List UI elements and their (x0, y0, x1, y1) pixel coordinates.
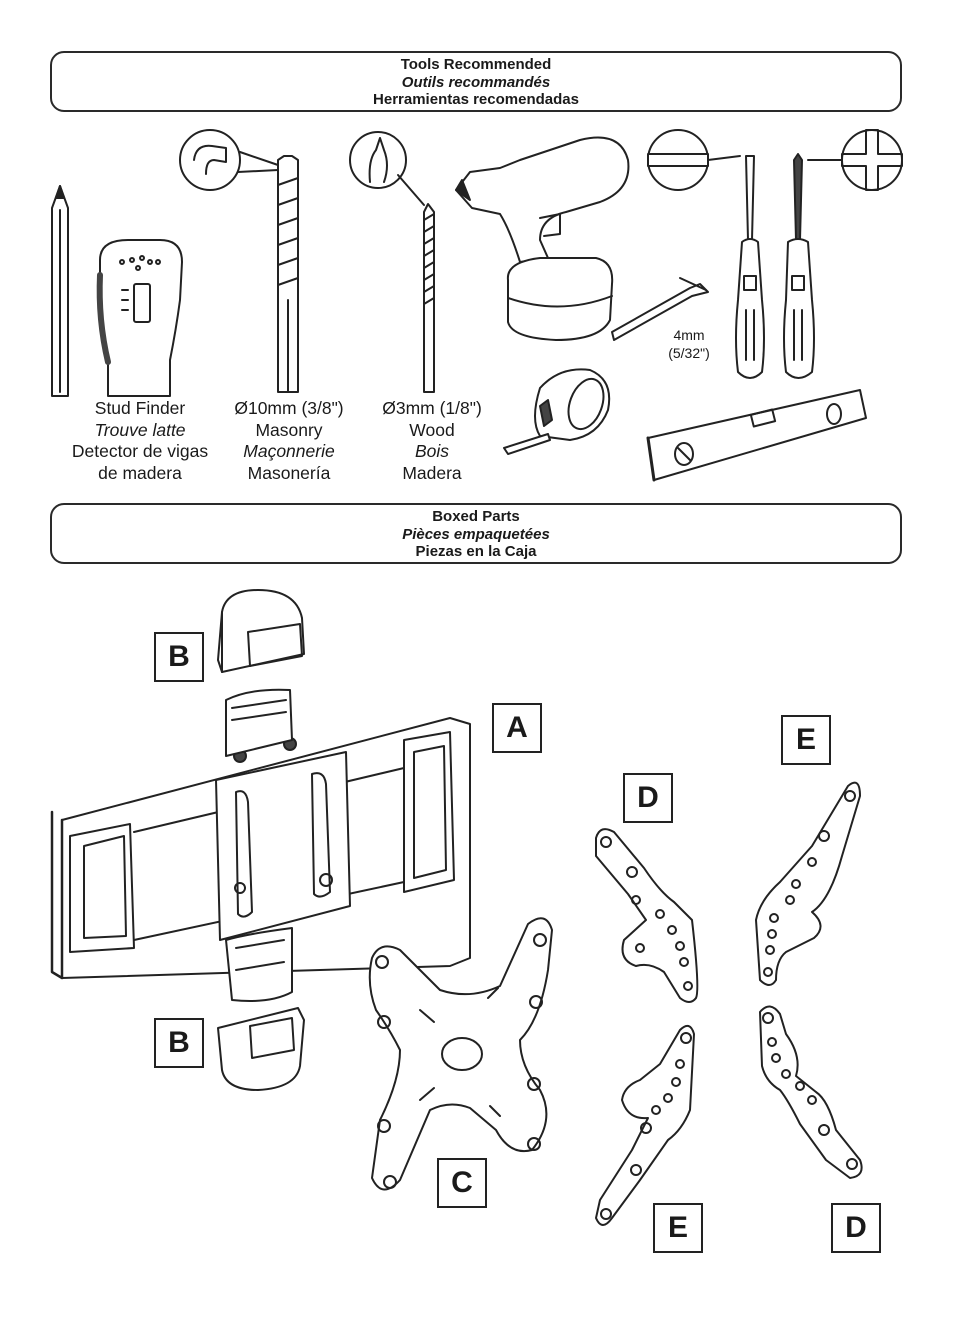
label-b-bottom: B (154, 1018, 204, 1068)
phillips-screwdriver-icon (783, 129, 903, 379)
stud-finder-caption: Stud Finder Trouve latte Detector de vig… (58, 398, 222, 484)
wood-es: Madera (402, 462, 462, 483)
part-b-bottom-cap (217, 1007, 305, 1091)
label-e-top: E (781, 715, 831, 765)
label-e-bottom: E (653, 1203, 703, 1253)
part-a-wall-mount (50, 688, 471, 1002)
label-c: C (437, 1158, 487, 1208)
tools-recommended-banner: Tools Recommended Outils recommandés Her… (50, 51, 902, 112)
drill-icon (455, 136, 630, 341)
part-e-bottom-bracket (595, 1024, 695, 1226)
level-icon (646, 389, 867, 482)
stud-finder-icon (96, 239, 183, 397)
masonry-size: Ø10mm (3/8") (234, 398, 344, 418)
stud-finder-fr: Trouve latte (94, 419, 186, 440)
tape-measure-icon (503, 368, 611, 455)
masonry-bit-icon (179, 129, 299, 393)
stud-finder-es-2: de madera (98, 462, 182, 483)
tools-banner-en: Tools Recommended (400, 56, 552, 73)
masonry-fr: Maçonnerie (243, 441, 335, 461)
label-b-top: B (154, 632, 204, 682)
flat-screwdriver-icon (647, 129, 765, 379)
label-a: A (492, 703, 542, 753)
stud-finder-es-1: Detector de vigas (71, 441, 209, 461)
parts-banner-fr: Pièces empaquetées (402, 525, 550, 543)
tools-banner-es: Herramientas recomendadas (373, 91, 579, 108)
parts-banner-es: Piezas en la Caja (415, 543, 537, 560)
parts-banner-en: Boxed Parts (432, 508, 520, 525)
tools-banner-fr: Outils recommandés (401, 73, 551, 91)
label-d-bottom: D (831, 1203, 881, 1253)
pencil-icon (51, 185, 69, 397)
hex-key-size-imperial: (5/32") (668, 345, 710, 361)
wood-size: Ø3mm (1/8") (382, 398, 482, 418)
hex-key-size-metric: 4mm (673, 327, 705, 343)
wood-bit-icon (349, 131, 435, 393)
wood-fr: Bois (414, 441, 450, 461)
masonry-en: Masonry (255, 419, 323, 440)
hex-key-caption: 4mm (5/32") (654, 326, 724, 362)
wood-en: Wood (409, 419, 455, 440)
masonry-bit-caption: Ø10mm (3/8") Masonry Maçonnerie Masonerí… (222, 398, 356, 484)
part-d-top-bracket (595, 828, 699, 1003)
label-d-top: D (623, 773, 673, 823)
part-b-top-cap (217, 589, 305, 673)
part-c-adapter-plate (368, 917, 553, 1191)
boxed-parts-banner: Boxed Parts Pièces empaquetées Piezas en… (50, 503, 902, 564)
hex-key-icon (611, 277, 709, 341)
part-d-bottom-bracket (759, 1005, 863, 1179)
wood-bit-caption: Ø3mm (1/8") Wood Bois Madera (366, 398, 498, 484)
part-e-top-bracket (755, 781, 861, 986)
stud-finder-en: Stud Finder (94, 398, 186, 418)
masonry-es: Masonería (247, 462, 331, 483)
